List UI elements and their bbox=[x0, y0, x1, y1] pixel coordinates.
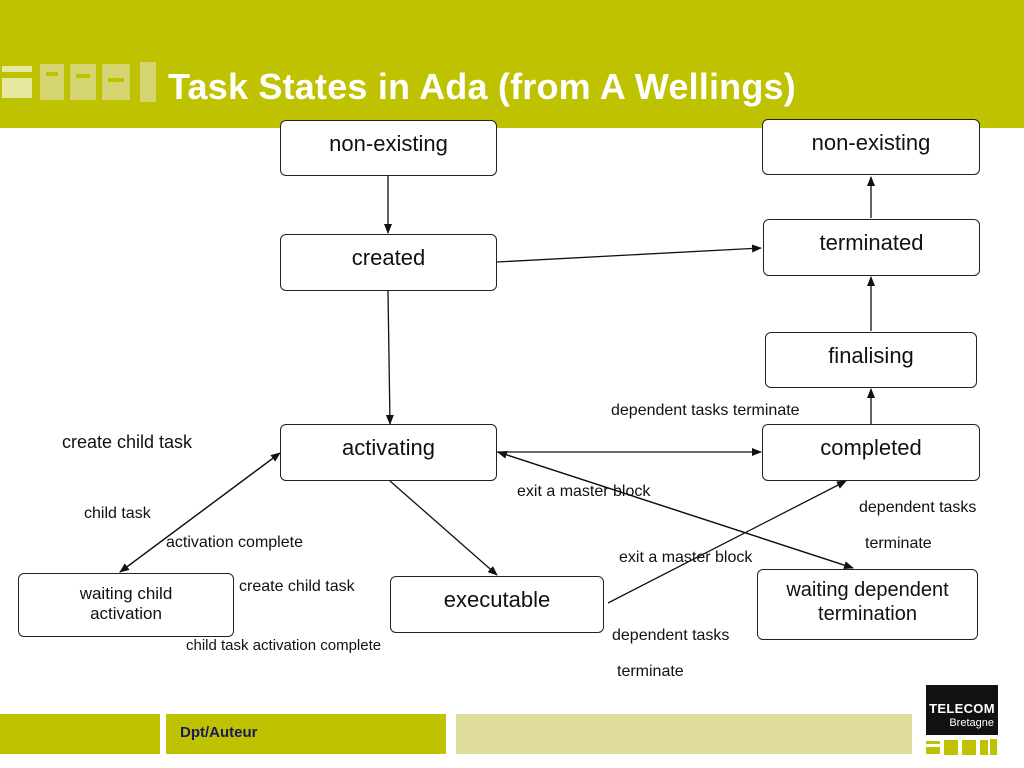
arrow-executable-completed bbox=[607, 480, 847, 604]
state-waiting-dependent-termination: waiting dependent termination bbox=[757, 569, 978, 640]
logo-line-2: Bretagne bbox=[949, 717, 994, 729]
label-child-task-activation-complete: child task activation complete bbox=[186, 637, 382, 654]
footer-bar-light bbox=[456, 714, 912, 754]
label-activation-complete: activation complete bbox=[166, 534, 303, 551]
label-dependent-tasks-bottom-2: terminate bbox=[617, 663, 684, 680]
institution-logo-mark bbox=[2, 62, 156, 102]
title-banner bbox=[0, 0, 1024, 128]
logo-line-1: TELECOM bbox=[929, 701, 995, 716]
label-child-task: child task bbox=[84, 505, 151, 522]
state-waiting-child-activation: waiting child activation bbox=[18, 573, 234, 637]
state-terminated: terminated bbox=[763, 219, 980, 276]
arrow-waiting-dependent-activating bbox=[497, 450, 854, 569]
label-create-child-task-mid: create child task bbox=[239, 578, 355, 595]
state-activating: activating bbox=[280, 424, 497, 481]
slide-title: Task States in Ada (from A Wellings) bbox=[168, 66, 796, 107]
arrow-waiting-child-activating bbox=[119, 452, 281, 573]
label-dependent-tasks-right-2: terminate bbox=[865, 535, 932, 552]
state-created: created bbox=[280, 234, 497, 291]
label-exit-master-block-2: exit a master block bbox=[619, 549, 753, 566]
footer-author: Dpt/Auteur bbox=[180, 724, 258, 741]
state-executable: executable bbox=[390, 576, 604, 633]
arrow-created-activating bbox=[385, 290, 394, 425]
arrow-created-terminated bbox=[496, 244, 762, 263]
state-non-existing-end: non-existing bbox=[762, 119, 980, 175]
state-non-existing-start: non-existing bbox=[280, 120, 497, 176]
label-dependent-tasks-terminate-top: dependent tasks terminate bbox=[611, 402, 800, 419]
state-finalising: finalising bbox=[765, 332, 977, 388]
footer-bar-left bbox=[0, 714, 160, 754]
label-exit-master-block-1: exit a master block bbox=[517, 483, 651, 500]
label-create-child-task-left: create child task bbox=[62, 432, 193, 452]
label-dependent-tasks-bottom-1: dependent tasks bbox=[612, 627, 730, 644]
telecom-bretagne-logo: TELECOM Bretagne bbox=[926, 685, 998, 735]
logo-glyphs-icon bbox=[926, 739, 997, 755]
label-dependent-tasks-right-1: dependent tasks bbox=[859, 499, 977, 516]
footer-bar-author bbox=[166, 714, 446, 754]
arrow-activating-executable bbox=[389, 480, 498, 576]
state-completed: completed bbox=[762, 424, 980, 481]
